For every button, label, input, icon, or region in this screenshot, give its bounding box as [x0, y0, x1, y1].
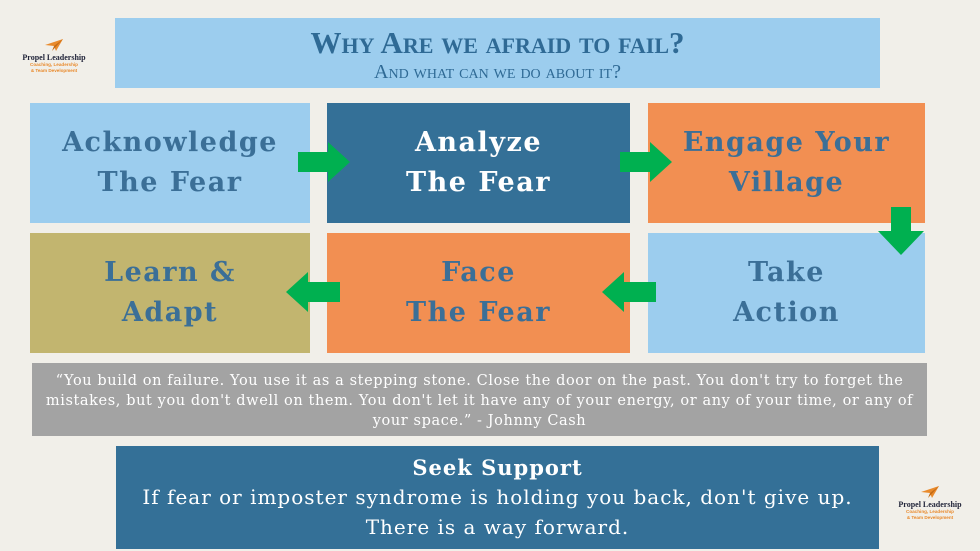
paper-plane-icon: [921, 486, 939, 498]
step-face: Face The Fear: [327, 233, 630, 353]
paper-plane-icon: [45, 39, 63, 51]
logo-bottom: Propel Leadership Coaching, Leadership &…: [888, 485, 972, 520]
support-line: There is a way forward.: [365, 515, 630, 539]
arrow-right-icon: [620, 142, 672, 182]
logo-tagline: Coaching, Leadership: [30, 62, 78, 67]
page-subtitle: And what can we do about it?: [374, 61, 621, 83]
support-title: Seek Support: [412, 455, 583, 480]
logo-tagline: & Team Development: [30, 67, 78, 73]
page-title: Why Are we afraid to fail?: [310, 25, 685, 60]
arrow-left-icon: [286, 272, 340, 312]
arrow-right-icon: [298, 142, 350, 182]
logo-tagline: & Team Development: [906, 514, 954, 520]
step-take-action: Take Action: [648, 233, 925, 353]
step-engage: Engage Your Village: [648, 103, 925, 223]
step-analyze: Analyze The Fear: [327, 103, 630, 223]
logo-top: Propel Leadership Coaching, Leadership &…: [12, 38, 96, 73]
quote-box: “You build on failure. You use it as a s…: [32, 363, 927, 436]
support-line: If fear or imposter syndrome is holding …: [142, 485, 853, 509]
title-banner: Why Are we afraid to fail? And what can …: [115, 18, 880, 88]
support-box: Seek Support If fear or imposter syndrom…: [116, 446, 879, 549]
logo-name: Propel Leadership: [22, 53, 86, 62]
arrow-down-icon: [878, 207, 924, 255]
step-acknowledge: Acknowledge The Fear: [30, 103, 310, 223]
logo-tagline: Coaching, Leadership: [906, 509, 954, 514]
arrow-left-icon: [602, 272, 656, 312]
step-learn: Learn & Adapt: [30, 233, 310, 353]
logo-name: Propel Leadership: [898, 500, 962, 509]
